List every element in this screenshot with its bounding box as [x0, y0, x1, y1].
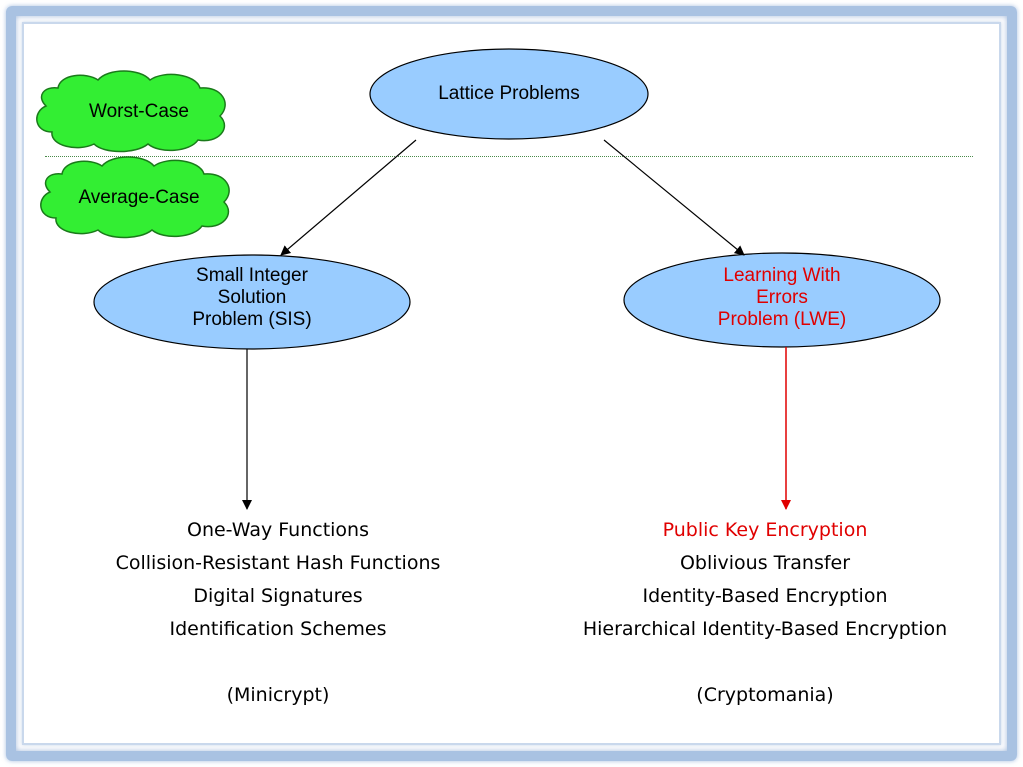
worst-case-label: Worst-Case	[89, 101, 189, 122]
slide-frame	[6, 6, 1017, 761]
cryptomania-list: Public Key Encryption Oblivious Transfer…	[525, 514, 1005, 712]
sis-label: Small Integer Solution Problem (SIS)	[192, 265, 312, 330]
arrow-root-to-lwe	[603, 139, 745, 256]
minicrypt-caption: (Minicrypt)	[226, 684, 330, 706]
lwe-label: Learning With Errors Problem (LWE)	[717, 265, 847, 330]
list-item: Identity-Based Encryption	[642, 585, 888, 607]
sis-node	[93, 254, 411, 350]
list-item: Oblivious Transfer	[679, 552, 851, 574]
lattice-problems-node	[369, 48, 649, 140]
worst-average-divider	[45, 156, 973, 157]
arrow-root-to-sis	[280, 139, 417, 256]
list-item: Collision-Resistant Hash Functions	[115, 552, 441, 574]
slide-inner-frame	[22, 22, 1001, 745]
average-case-cloud	[40, 156, 230, 239]
lwe-node	[623, 252, 941, 348]
average-case-label: Average-Case	[78, 187, 200, 208]
list-item: Identification Schemes	[169, 618, 387, 640]
worst-case-cloud	[36, 70, 226, 153]
list-item: Hierarchical Identity-Based Encryption	[582, 618, 948, 640]
minicrypt-list: One-Way Functions Collision-Resistant Ha…	[48, 514, 508, 712]
list-spacer	[48, 646, 508, 679]
list-item: One-Way Functions	[187, 519, 369, 541]
list-spacer	[525, 646, 1005, 679]
list-item: Digital Signatures	[193, 585, 363, 607]
list-item-highlighted: Public Key Encryption	[662, 519, 868, 541]
lattice-problems-label: Lattice Problems	[438, 83, 580, 104]
cryptomania-caption: (Cryptomania)	[696, 684, 834, 706]
